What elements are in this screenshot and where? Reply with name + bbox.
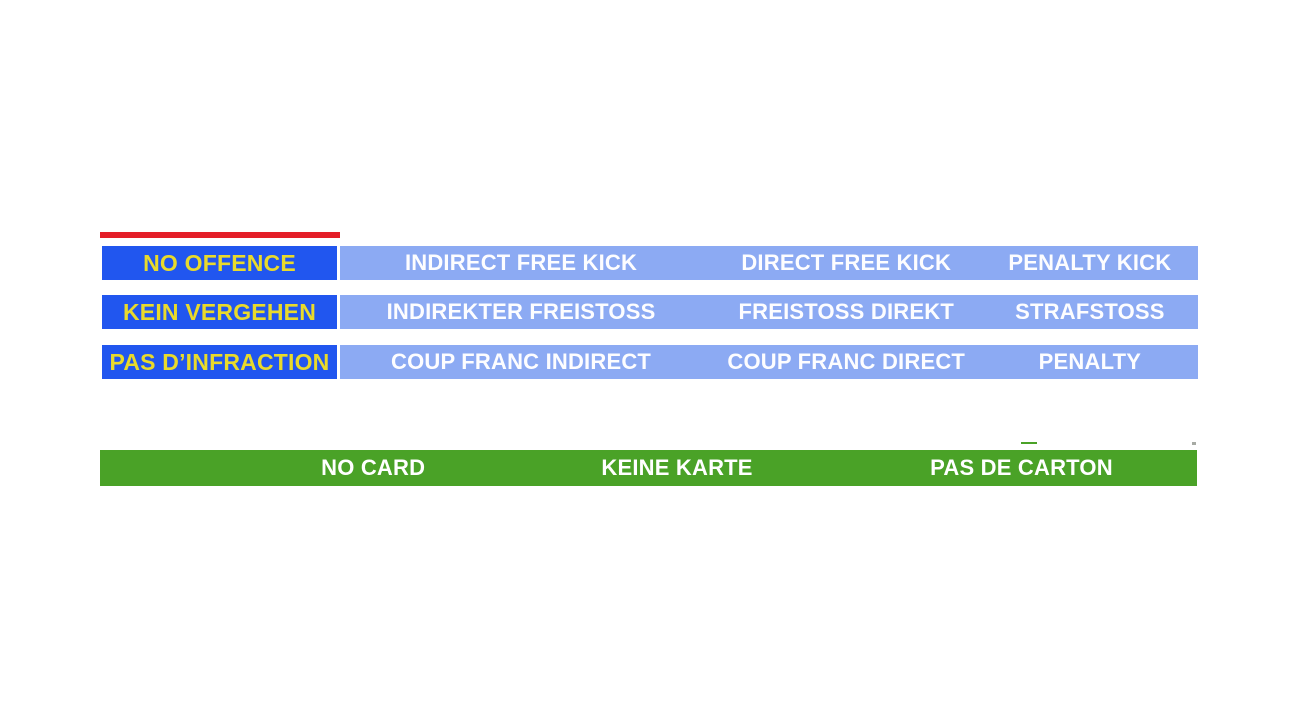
stray-mark-gray [1192,442,1196,445]
outcome-bar-fr: COUP FRANC INDIRECT COUP FRANC DIRECT PE… [340,345,1198,379]
outcome-freistoss-direkt: FREISTOSS DIREKT [738,299,954,324]
offence-label-de: KEIN VERGEHEN [122,298,317,325]
offence-label-box-en: NO OFFENCE [102,246,337,280]
outcome-indirekter-freistoss: INDIREKTER FREISTOSS [386,299,656,324]
offence-label-box-fr: PAS D’INFRACTION [102,345,337,379]
offence-label-en: NO OFFENCE [143,249,296,276]
decision-row-no-offence: NO OFFENCE INDIRECT FREE KICK DIRECT FRE… [0,246,1290,280]
no-card-label-fr: PAS DE CARTON [930,455,1113,480]
decision-row-pas-d-infraction: PAS D’INFRACTION COUP FRANC INDIRECT COU… [0,345,1290,379]
outcome-direct-free-kick: DIRECT FREE KICK [741,250,952,275]
no-card-label-de: KEINE KARTE [601,455,753,480]
decision-row-kein-vergehen: KEIN VERGEHEN INDIREKTER FREISTOSS FREIS… [0,295,1290,329]
outcome-penalty: PENALTY [1038,349,1142,374]
offence-label-box-de: KEIN VERGEHEN [102,295,337,329]
outcome-bar-de: INDIREKTER FREISTOSS FREISTOSS DIREKT ST… [340,295,1198,329]
red-highlight-bar [100,232,340,238]
stray-mark-green [1021,442,1037,444]
outcome-bar-en: INDIRECT FREE KICK DIRECT FREE KICK PENA… [340,246,1198,280]
offence-label-fr: PAS D’INFRACTION [109,348,330,375]
outcome-penalty-kick: PENALTY KICK [1008,250,1172,275]
no-card-bar: NO CARD KEINE KARTE PAS DE CARTON [100,450,1197,486]
no-card-label-en: NO CARD [321,455,426,480]
outcome-coup-franc-direct: COUP FRANC DIRECT [727,349,966,374]
outcome-coup-franc-indirect: COUP FRANC INDIRECT [390,349,652,374]
outcome-strafstoss: STRAFSTOSS [1015,299,1165,324]
outcome-indirect-free-kick: INDIRECT FREE KICK [404,250,638,275]
